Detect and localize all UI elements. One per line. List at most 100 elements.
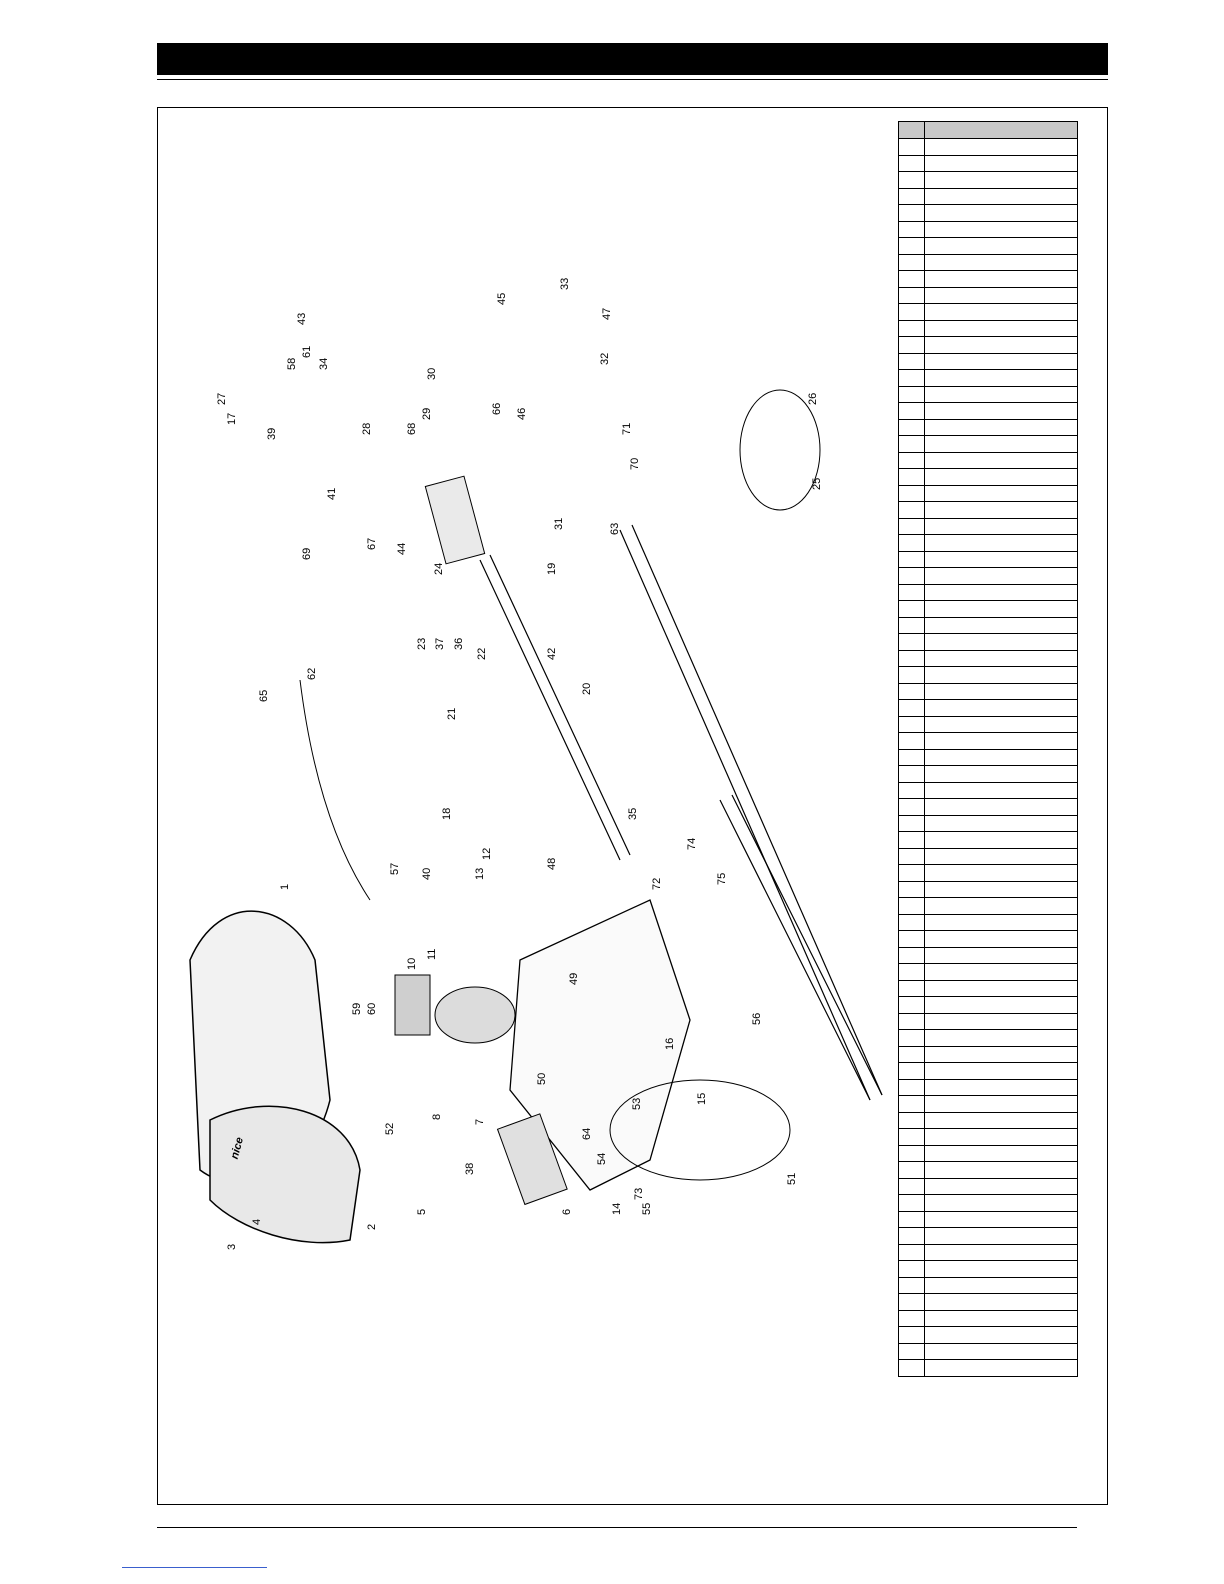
- part-number-cell: [898, 451, 925, 469]
- label-72: 72: [651, 878, 663, 890]
- part-number-cell: [898, 1309, 925, 1327]
- label-10: 10: [406, 958, 418, 970]
- part-description-cell: [924, 402, 1078, 420]
- label-63: 63: [609, 523, 621, 535]
- label-2: 2: [366, 1224, 378, 1230]
- label-20: 20: [581, 683, 593, 695]
- label-48: 48: [546, 858, 558, 870]
- part-number-cell: [898, 138, 925, 156]
- table-row: [898, 930, 1078, 948]
- table-row: [898, 1045, 1078, 1063]
- table-row: [898, 319, 1078, 337]
- part-number-cell: [898, 1326, 925, 1344]
- table-row: [898, 402, 1078, 420]
- label-46: 46: [516, 408, 528, 420]
- label-29: 29: [421, 408, 433, 420]
- part-description-cell: [924, 369, 1078, 387]
- label-8: 8: [431, 1114, 443, 1120]
- part-number-cell: [898, 1111, 925, 1129]
- part-number-cell: [898, 748, 925, 766]
- table-row: [898, 633, 1078, 651]
- part-description-cell: [924, 336, 1078, 354]
- label-21: 21: [446, 708, 458, 720]
- label-70: 70: [629, 458, 641, 470]
- part-number-cell: [898, 1128, 925, 1146]
- label-67: 67: [366, 538, 378, 550]
- table-row: [898, 451, 1078, 469]
- label-53: 53: [631, 1098, 643, 1110]
- label-31: 31: [553, 518, 565, 530]
- part-description-cell: [924, 435, 1078, 453]
- label-39: 39: [266, 428, 278, 440]
- part-number-cell: [898, 1243, 925, 1261]
- label-54: 54: [596, 1153, 608, 1165]
- part-number-cell: [898, 1276, 925, 1294]
- label-16: 16: [664, 1038, 676, 1050]
- table-row: [898, 1260, 1078, 1278]
- table-row: [898, 336, 1078, 354]
- table-row: [898, 303, 1078, 321]
- part-number-cell: [898, 154, 925, 172]
- rail-main-line-1: [619, 529, 871, 1101]
- footer-link-underline[interactable]: [122, 1567, 267, 1568]
- part-number-cell: [898, 369, 925, 387]
- part-number-cell: [898, 253, 925, 271]
- wire-harness-shape: [299, 679, 371, 901]
- part-number-cell: [898, 1045, 925, 1063]
- part-number-cell: [898, 732, 925, 750]
- table-row: [898, 583, 1078, 601]
- parts-table-header-row: [898, 121, 1078, 139]
- label-60: 60: [366, 1003, 378, 1015]
- part-number-cell: [898, 682, 925, 700]
- table-row: [898, 1078, 1078, 1096]
- part-number-cell: [898, 633, 925, 651]
- part-description-cell: [924, 1045, 1078, 1063]
- label-6: 6: [561, 1209, 573, 1215]
- label-24: 24: [433, 563, 445, 575]
- part-description-cell: [924, 963, 1078, 981]
- part-number-cell: [898, 880, 925, 898]
- label-37: 37: [434, 638, 446, 650]
- part-number-cell: [898, 583, 925, 601]
- part-number-cell: [898, 814, 925, 832]
- part-number-cell: [898, 1012, 925, 1030]
- table-row: [898, 1243, 1078, 1261]
- table-row: [898, 798, 1078, 816]
- part-number-cell: [898, 1293, 925, 1311]
- label-30: 30: [426, 368, 438, 380]
- part-number-cell: [898, 567, 925, 585]
- table-row: [898, 732, 1078, 750]
- part-description-cell: [924, 187, 1078, 205]
- part-description-cell: [924, 270, 1078, 288]
- trolley-shape: [424, 475, 486, 565]
- part-description-cell: [924, 1111, 1078, 1129]
- table-row: [898, 1293, 1078, 1311]
- table-row: [898, 204, 1078, 222]
- label-41: 41: [326, 488, 338, 500]
- part-number-cell: [898, 616, 925, 634]
- part-number-cell: [898, 666, 925, 684]
- label-3: 3: [226, 1244, 238, 1250]
- label-32: 32: [599, 353, 611, 365]
- part-number-cell: [898, 402, 925, 420]
- part-number-cell: [898, 468, 925, 486]
- part-description-cell: [924, 583, 1078, 601]
- part-description-cell: [924, 715, 1078, 733]
- table-row: [898, 418, 1078, 436]
- cover-front-shape: [209, 1105, 361, 1244]
- table-row: [898, 435, 1078, 453]
- table-row: [898, 550, 1078, 568]
- table-row: [898, 468, 1078, 486]
- label-68: 68: [406, 423, 418, 435]
- table-row: [898, 517, 1078, 535]
- part-number-cell: [898, 715, 925, 733]
- parts-table-header-description: [924, 121, 1078, 139]
- label-56: 56: [751, 1013, 763, 1025]
- part-description-cell: [924, 864, 1078, 882]
- part-number-cell: [898, 501, 925, 519]
- part-description-cell: [924, 253, 1078, 271]
- table-row: [898, 864, 1078, 882]
- part-number-cell: [898, 1161, 925, 1179]
- table-row: [898, 616, 1078, 634]
- table-row: [898, 171, 1078, 189]
